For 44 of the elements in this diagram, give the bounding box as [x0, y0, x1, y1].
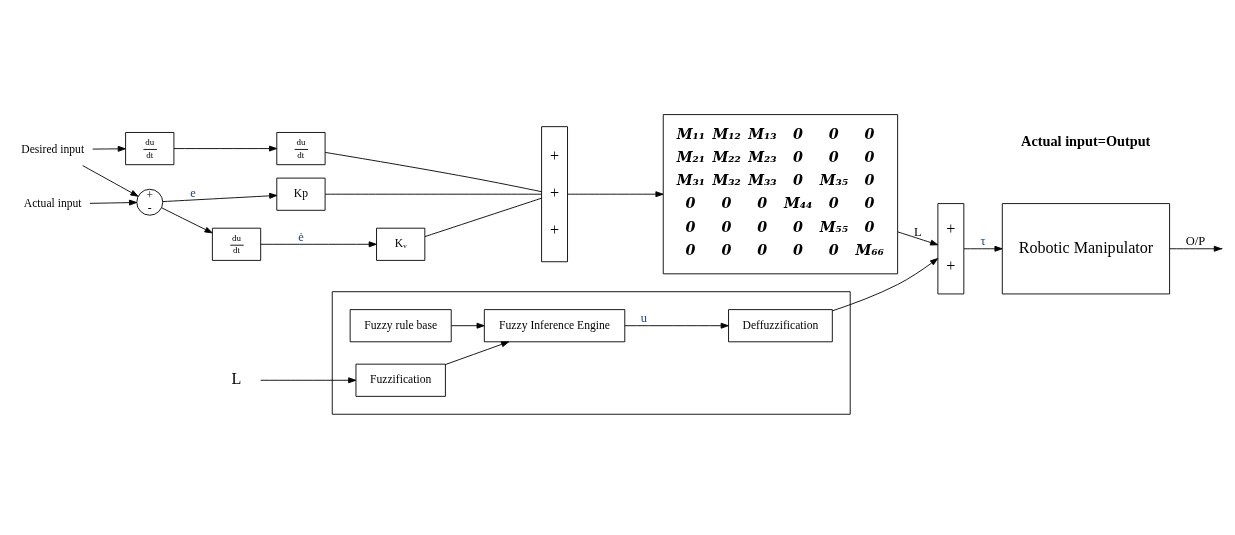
node-box: du dt — [276, 131, 326, 165]
node-box: Robotic Manipulator — [1001, 202, 1171, 294]
edge-label: ė — [298, 229, 304, 244]
arrow — [1169, 245, 1222, 252]
node-box: Deffuzzification — [728, 308, 833, 342]
arrow — [89, 199, 138, 206]
arrow — [82, 164, 139, 197]
edge-label: e — [190, 185, 196, 200]
arrow — [162, 192, 278, 202]
arrow — [897, 230, 939, 245]
connector — [324, 193, 542, 195]
arrow — [260, 240, 377, 247]
arrow — [450, 322, 485, 329]
arrow — [445, 340, 510, 365]
node-text: L — [231, 369, 242, 387]
node-box: M₁₁ M₁₂ M₁₃ 0 0 0 M₂₁ M₂₂ M₂₃ 0 0 0 M₃₁ M₃₂ M₃₃ 0 M₃₅ 0 0 0 0 M₄₄ 0 0 0 0 0 0 M₅₅ 0 0 0 0 0 0 M₆₆ — [662, 113, 899, 274]
arrow — [173, 145, 278, 152]
arrow — [161, 206, 213, 233]
node-box: Kᵥ — [376, 227, 426, 261]
node-text: Desired input — [21, 142, 85, 156]
arrow — [624, 322, 729, 329]
node-box: du dt — [211, 227, 262, 261]
node-box: Kp — [276, 177, 326, 211]
arrow — [567, 190, 664, 197]
arrow — [832, 257, 939, 311]
arrow — [92, 145, 126, 152]
arrow — [963, 245, 1003, 252]
edge-label: O/P — [1185, 233, 1206, 248]
connector — [424, 197, 542, 237]
edge-label: L — [913, 224, 922, 239]
edge-label: τ — [980, 233, 986, 248]
node-circle: + - — [136, 188, 164, 216]
node-box: + + + — [541, 125, 568, 262]
node-box: Fuzzification — [355, 363, 446, 397]
node-box: Fuzzy Inference Engine — [483, 308, 626, 342]
arrow — [260, 376, 357, 383]
node-label: Actual input=Output — [1021, 132, 1151, 149]
node-box: + + — [937, 202, 965, 294]
node-text: Actual input — [23, 196, 82, 210]
connector — [324, 151, 542, 192]
node-box: du dt — [125, 131, 175, 165]
node-box: Fuzzy rule base — [349, 308, 452, 342]
edge-label: u — [640, 310, 648, 325]
cluster — [331, 290, 851, 415]
